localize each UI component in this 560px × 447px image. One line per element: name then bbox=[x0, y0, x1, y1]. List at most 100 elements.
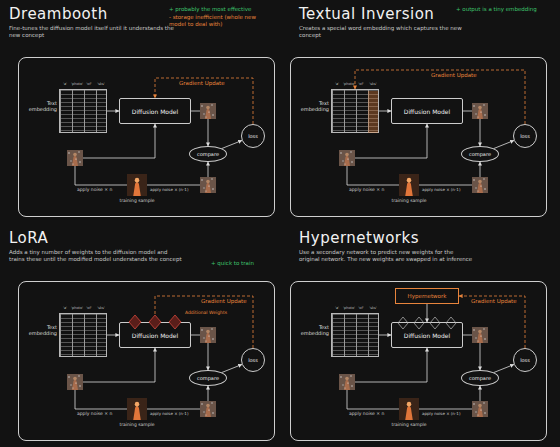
model-label: Diffusion Model bbox=[132, 332, 178, 339]
node-label: loss bbox=[520, 133, 530, 139]
flow-arrow bbox=[107, 111, 119, 112]
diffusion-model-box: Diffusion Model bbox=[391, 98, 463, 124]
flow-arrow bbox=[147, 162, 208, 185]
training-sample: training sample bbox=[127, 174, 147, 196]
embedding-header: 'a' bbox=[59, 306, 71, 310]
flow-arrow bbox=[379, 111, 391, 112]
loss-circle: loss bbox=[241, 124, 265, 148]
training-image bbox=[127, 398, 147, 420]
edge-label: Gradient Update bbox=[471, 298, 517, 304]
noise-note: apply noise × n bbox=[77, 187, 125, 193]
compare-ellipse: compare bbox=[461, 146, 499, 162]
pro-note: + probably the most effective bbox=[169, 6, 281, 13]
embedding-header: 'sks' bbox=[367, 306, 379, 310]
flow-arrow bbox=[347, 348, 427, 409]
weight-diamond bbox=[414, 317, 424, 329]
noisy-image bbox=[67, 150, 83, 166]
noisy-image bbox=[472, 177, 488, 193]
embedding-label: Text embedding bbox=[28, 100, 57, 112]
embedding-header: 'sks' bbox=[95, 306, 107, 310]
embedding-header: 'photo' bbox=[343, 82, 355, 86]
noise-note: apply noise × (n-1) bbox=[150, 411, 198, 416]
node-label: loss bbox=[520, 357, 530, 363]
training-sample: training sample bbox=[399, 398, 419, 420]
flow-arrow bbox=[419, 386, 480, 409]
embedding-header: 'of' bbox=[83, 82, 95, 86]
flow-arrow bbox=[222, 365, 242, 373]
loss-circle: loss bbox=[241, 348, 265, 372]
embedding-header: 'of' bbox=[83, 306, 95, 310]
gradient-arrow bbox=[459, 296, 525, 348]
method-panel: LoRAAdds a tiny number of weights to the… bbox=[18, 281, 275, 441]
node-label: compare bbox=[469, 375, 491, 381]
weight-diamond bbox=[149, 315, 161, 329]
sample-label: training sample bbox=[115, 198, 159, 203]
noise-note: apply noise × (n-1) bbox=[150, 187, 198, 192]
weight-diamond bbox=[398, 317, 408, 329]
embedding-header: 'sks' bbox=[367, 82, 379, 86]
method-panel: HypernetworksUse a secondary network to … bbox=[290, 281, 547, 441]
weight-diamond bbox=[169, 315, 181, 329]
node-label: compare bbox=[469, 151, 491, 157]
hypernetwork-box: Hypernetwork bbox=[395, 288, 459, 304]
noise-note: apply noise × n bbox=[77, 411, 125, 417]
embedding-header: 'of' bbox=[355, 82, 367, 86]
sample-label: training sample bbox=[387, 198, 431, 203]
training-image bbox=[127, 174, 147, 196]
method-panel: Textual InversionCreates a special word … bbox=[290, 57, 547, 217]
sample-label: training sample bbox=[115, 422, 159, 427]
panel-title: Textual Inversion bbox=[299, 6, 434, 23]
model-label: Diffusion Model bbox=[132, 108, 178, 115]
sample-label: training sample bbox=[387, 422, 431, 427]
noisy-image bbox=[339, 374, 355, 390]
training-sample: training sample bbox=[399, 174, 419, 196]
flow-arrow bbox=[107, 335, 119, 336]
embedding-header: 'photo' bbox=[71, 82, 83, 86]
con-note: - storage inefficient (whole new model t… bbox=[169, 14, 274, 28]
embedding-label: Text embedding bbox=[28, 324, 57, 336]
noise-note: apply noise × n bbox=[349, 187, 397, 193]
noise-note: apply noise × (n-1) bbox=[422, 411, 470, 416]
noisy-image bbox=[200, 401, 216, 417]
flow-arrow bbox=[191, 335, 208, 370]
node-label: loss bbox=[248, 357, 258, 363]
diffusion-model-box: Diffusion Model bbox=[119, 322, 191, 348]
panel-art bbox=[339, 91, 488, 196]
embedding-label: Text embedding bbox=[300, 100, 329, 112]
method-panel: DreamboothFine-tunes the diffusion model… bbox=[18, 57, 275, 217]
flow-arrow bbox=[494, 141, 514, 149]
edge-label: Gradient Update bbox=[431, 72, 477, 78]
flow-arrow bbox=[463, 111, 480, 146]
flow-arrow bbox=[463, 335, 480, 370]
panel-art bbox=[339, 317, 488, 420]
node-label: compare bbox=[197, 151, 219, 157]
panel-description: Fine-tunes the diffusion model itself un… bbox=[9, 25, 184, 39]
embedding-table: Text embedding bbox=[331, 313, 379, 357]
model-label: Diffusion Model bbox=[404, 332, 450, 339]
flow-arrow bbox=[75, 124, 155, 185]
edge-label: Gradient Update bbox=[201, 298, 247, 304]
output-image bbox=[200, 103, 216, 119]
model-label: Diffusion Model bbox=[404, 108, 450, 115]
noisy-image bbox=[472, 401, 488, 417]
flow-arrow bbox=[191, 111, 208, 146]
loss-circle: loss bbox=[513, 124, 537, 148]
training-image bbox=[399, 174, 419, 196]
embedding-header: 'a' bbox=[59, 82, 71, 86]
embedding-table: Text embedding bbox=[59, 89, 107, 133]
panel-art bbox=[67, 103, 216, 196]
node-label: compare bbox=[197, 375, 219, 381]
weight-diamond bbox=[129, 315, 141, 329]
weight-diamond bbox=[430, 317, 440, 329]
compare-ellipse: compare bbox=[189, 370, 227, 386]
embedding-header: 'of' bbox=[355, 306, 367, 310]
embedding-header: 'sks' bbox=[95, 82, 107, 86]
gradient-arrow bbox=[355, 70, 525, 124]
embedding-table: Text embedding bbox=[59, 313, 107, 357]
weight-diamond bbox=[446, 317, 456, 329]
diffusion-model-box: Diffusion Model bbox=[119, 98, 191, 124]
embedding-table: Text embedding bbox=[331, 89, 379, 133]
embedding-header: 'photo' bbox=[343, 306, 355, 310]
node-label: loss bbox=[248, 133, 258, 139]
